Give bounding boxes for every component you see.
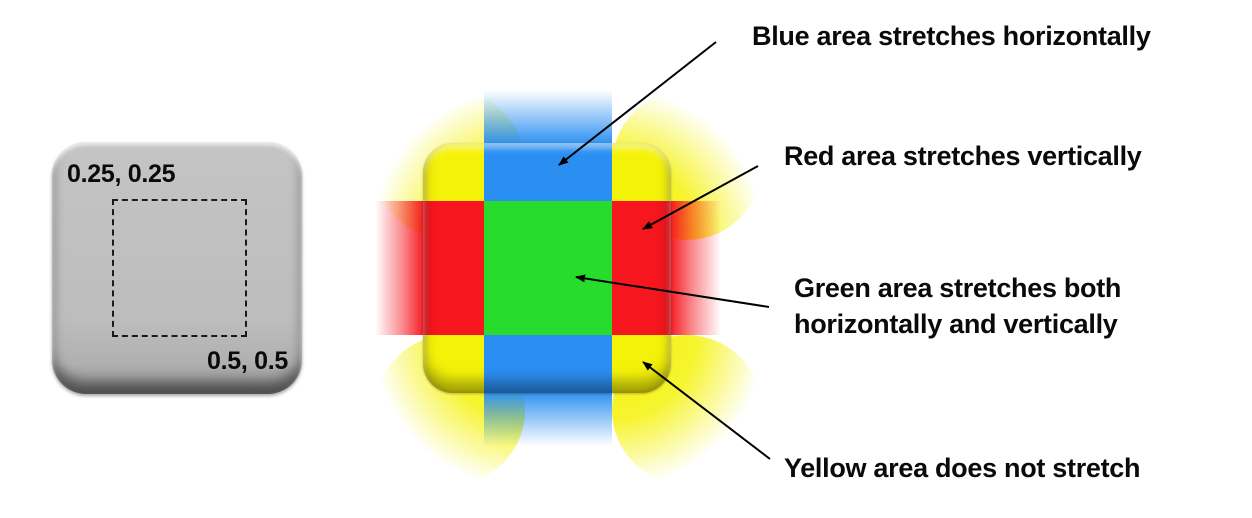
green-annotation: Green area stretches both horizontally a… [794,270,1121,342]
blue-top-slice [484,143,612,201]
yellow-corner-bottom-left [423,335,484,393]
blue-top-fade [484,90,612,145]
yellow-corner-bottom-right [612,335,671,393]
blue-annotation: Blue area stretches horizontally [752,21,1151,51]
blue-bottom-fade [484,391,612,446]
stretch-region-dashed-box [112,199,247,337]
red-right-slice [612,201,671,335]
yellow-corner-top-right [612,143,671,201]
green-center-slice [484,201,612,335]
arrow-to-red [642,165,759,230]
arrow-to-green [575,274,770,308]
inset-bottom-right-label: 0.5, 0.5 [207,347,288,375]
arrow-to-blue [558,41,717,166]
green-annotation-line-2: horizontally and vertically [794,309,1118,339]
red-left-fade [375,201,425,335]
yellow-annotation: Yellow area does not stretch [784,453,1141,483]
red-right-fade [669,201,721,335]
red-left-slice [423,201,484,335]
arrow-to-yellow [642,361,771,460]
yellow-corner-top-left [423,143,484,201]
gray-button-sample: 0.25, 0.25 0.5, 0.5 [52,142,302,394]
green-annotation-line-1: Green area stretches both [794,273,1122,303]
red-annotation: Red area stretches vertically [784,141,1142,171]
blue-bottom-slice [484,335,612,393]
inset-top-left-label: 0.25, 0.25 [67,160,176,188]
